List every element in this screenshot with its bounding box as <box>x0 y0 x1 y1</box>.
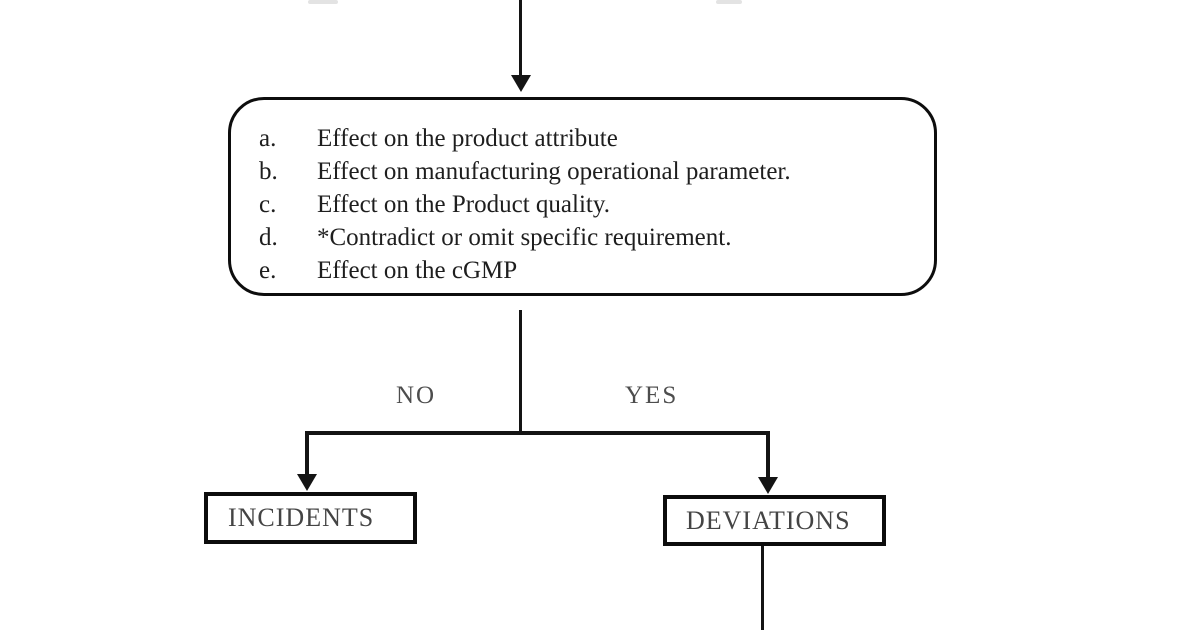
criteria-item-a: a. Effect on the product attribute <box>259 122 914 155</box>
top-arrow-line <box>519 0 522 78</box>
no-branch-arrow-head-icon <box>297 474 317 491</box>
yes-branch-label: YES <box>625 382 679 409</box>
criteria-label: Effect on the product attribute <box>317 125 618 152</box>
incidents-node: INCIDENTS <box>204 492 417 544</box>
no-branch-label: NO <box>396 382 437 409</box>
criteria-box: a. Effect on the product attribute b. Ef… <box>228 97 937 296</box>
no-branch-drop-line <box>305 431 309 477</box>
criteria-marker: e. <box>259 257 277 284</box>
criteria-marker: d. <box>259 224 278 251</box>
criteria-marker: a. <box>259 125 277 152</box>
top-left-text-remnant <box>308 0 338 4</box>
criteria-label: *Contradict or omit specific requirement… <box>317 224 732 251</box>
criteria-label: Effect on the cGMP <box>317 257 518 284</box>
top-arrow-head-icon <box>511 75 531 92</box>
top-right-text-remnant <box>716 0 742 4</box>
yes-branch-drop-line <box>766 431 770 478</box>
criteria-item-b: b. Effect on manufacturing operational p… <box>259 155 914 188</box>
criteria-marker: c. <box>259 191 277 218</box>
deviations-node-label: DEVIATIONS <box>686 505 851 535</box>
criteria-marker: b. <box>259 158 278 185</box>
criteria-label: Effect on manufacturing operational para… <box>317 158 791 185</box>
criteria-item-c: c. Effect on the Product quality. <box>259 188 914 221</box>
branch-horizontal-line <box>305 431 770 435</box>
deviations-exit-line <box>761 546 764 630</box>
criteria-label: Effect on the Product quality. <box>317 191 610 218</box>
criteria-item-e: e. Effect on the cGMP <box>259 254 914 287</box>
decision-connector-line <box>519 310 522 433</box>
yes-branch-arrow-head-icon <box>758 477 778 494</box>
criteria-item-d: d. *Contradict or omit specific requirem… <box>259 221 914 254</box>
incidents-node-label: INCIDENTS <box>228 503 375 532</box>
deviations-node: DEVIATIONS <box>663 495 886 546</box>
